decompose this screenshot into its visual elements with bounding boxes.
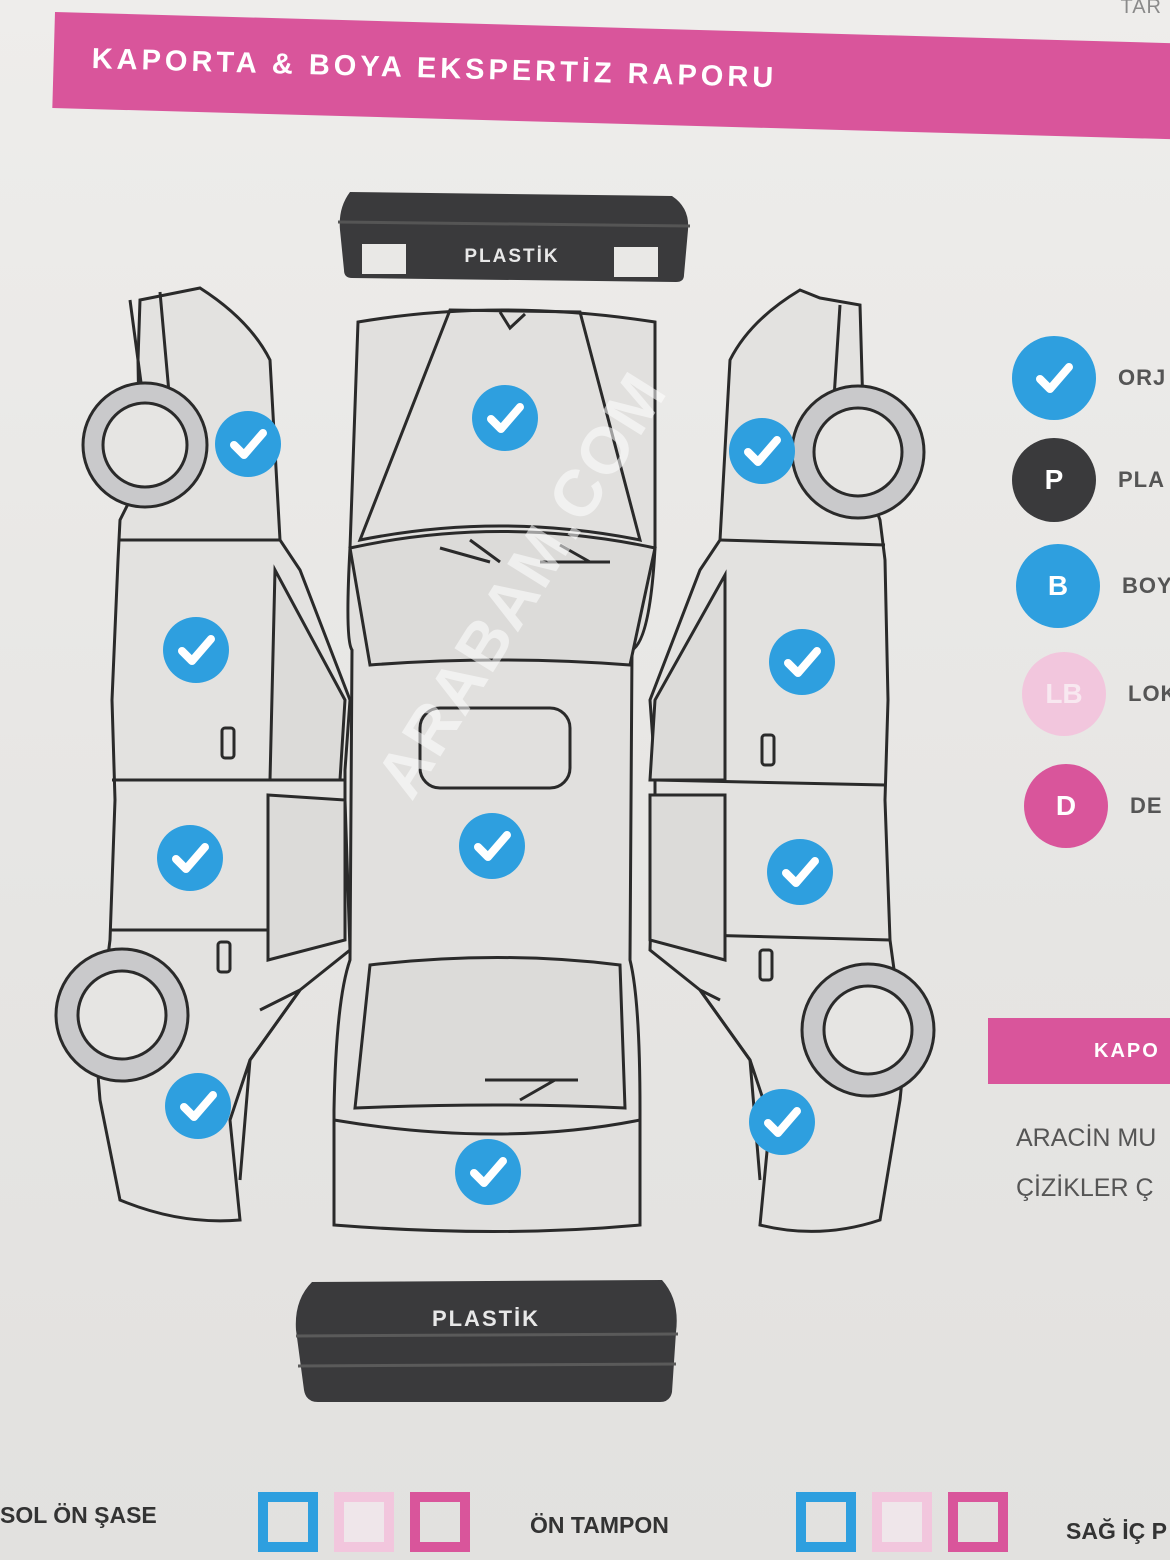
legend-item-local-paint: LB LOK — [1022, 652, 1170, 736]
check-icon — [1012, 336, 1096, 420]
bottom-label-sol-on-sase: SOL ÖN ŞASE — [0, 1502, 157, 1528]
legend-item-original: ORJ — [1012, 336, 1166, 420]
car-top-view — [332, 308, 657, 1233]
legend-item-plastic: P PLA — [1012, 438, 1165, 522]
side-section-line-1: ARACİN MU — [1016, 1124, 1157, 1152]
legend-symbol: B — [1016, 544, 1100, 628]
rear-bumper: PLASTİK — [337, 192, 691, 282]
check-icon-hood — [455, 1139, 521, 1205]
check-icon-right-rear-door — [769, 629, 835, 695]
checkbox-on-tampon-local[interactable] — [872, 1492, 932, 1552]
rear-bumper-label: PLASTİK — [464, 246, 559, 267]
bottom-label-on-tampon: ÖN TAMPON — [530, 1512, 669, 1538]
legend-label: PLA — [1118, 467, 1165, 492]
legend-label: ORJ — [1118, 365, 1167, 390]
right-rear-wheel — [790, 384, 926, 520]
checkbox-on-tampon-original[interactable] — [796, 1492, 856, 1552]
check-icon-right-front-fender — [749, 1089, 815, 1155]
side-section-line-2: ÇİZİKLER Ç — [1016, 1174, 1154, 1202]
check-icon-left-rear-fender — [215, 411, 281, 477]
legend-label: BOY — [1122, 573, 1170, 598]
check-icon-left-front-door — [157, 825, 223, 891]
check-icon-right-front-door — [767, 839, 833, 905]
checkbox-on-tampon-changed[interactable] — [948, 1492, 1008, 1552]
check-icon-left-rear-door — [163, 617, 229, 683]
legend-symbol: LB — [1022, 652, 1106, 736]
legend-label: LOK — [1128, 681, 1170, 706]
checkbox-sol-on-sase-local[interactable] — [334, 1492, 394, 1552]
side-section-band: KAPO — [988, 1018, 1170, 1084]
left-rear-wheel — [81, 381, 209, 509]
right-front-wheel — [800, 962, 936, 1098]
front-bumper: PLASTİK — [295, 1280, 679, 1402]
check-icon-roof — [459, 813, 525, 879]
checkbox-sol-on-sase-original[interactable] — [258, 1492, 318, 1552]
check-icon-left-front-fender — [165, 1073, 231, 1139]
legend-item-painted: B BOY — [1016, 544, 1170, 628]
legend-symbol: P — [1012, 438, 1096, 522]
legend-label: DE — [1130, 793, 1163, 818]
check-icon-right-rear-fender — [729, 418, 795, 484]
front-bumper-label: PLASTİK — [432, 1306, 540, 1331]
legend-item-changed: D DE — [1024, 764, 1163, 848]
check-icon-trunk — [472, 385, 538, 451]
corner-fragment: TAR — [1120, 0, 1162, 18]
checkbox-sol-on-sase-changed[interactable] — [410, 1492, 470, 1552]
left-front-wheel — [54, 947, 190, 1083]
bottom-label-sag-ic: SAĞ İÇ P — [1066, 1518, 1167, 1544]
legend-symbol: D — [1024, 764, 1108, 848]
